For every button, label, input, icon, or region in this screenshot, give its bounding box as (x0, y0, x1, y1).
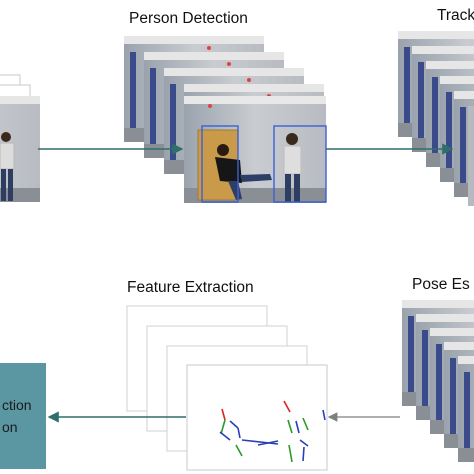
skeleton-features (219, 400, 326, 463)
classification-box (0, 363, 46, 469)
feature-extraction-frames (126, 305, 328, 471)
classification-label-line2: on (2, 419, 18, 435)
detected-person-left (215, 144, 272, 200)
input-frames (0, 74, 41, 203)
input-person-figure (0, 132, 15, 201)
detected-person-right (283, 133, 302, 202)
detection-box-right (273, 125, 327, 203)
tracking-frames (397, 30, 474, 206)
person-detection-frames (123, 35, 327, 203)
person-detection-title: Person Detection (129, 10, 248, 27)
classification-label-line1: ction (2, 397, 32, 413)
pose-estimation-frames (401, 299, 474, 463)
tracking-title: Track (437, 7, 474, 24)
pose-estimation-title: Pose Es (412, 276, 470, 293)
detection-box-left (201, 125, 239, 203)
feature-extraction-title: Feature Extraction (127, 279, 254, 296)
